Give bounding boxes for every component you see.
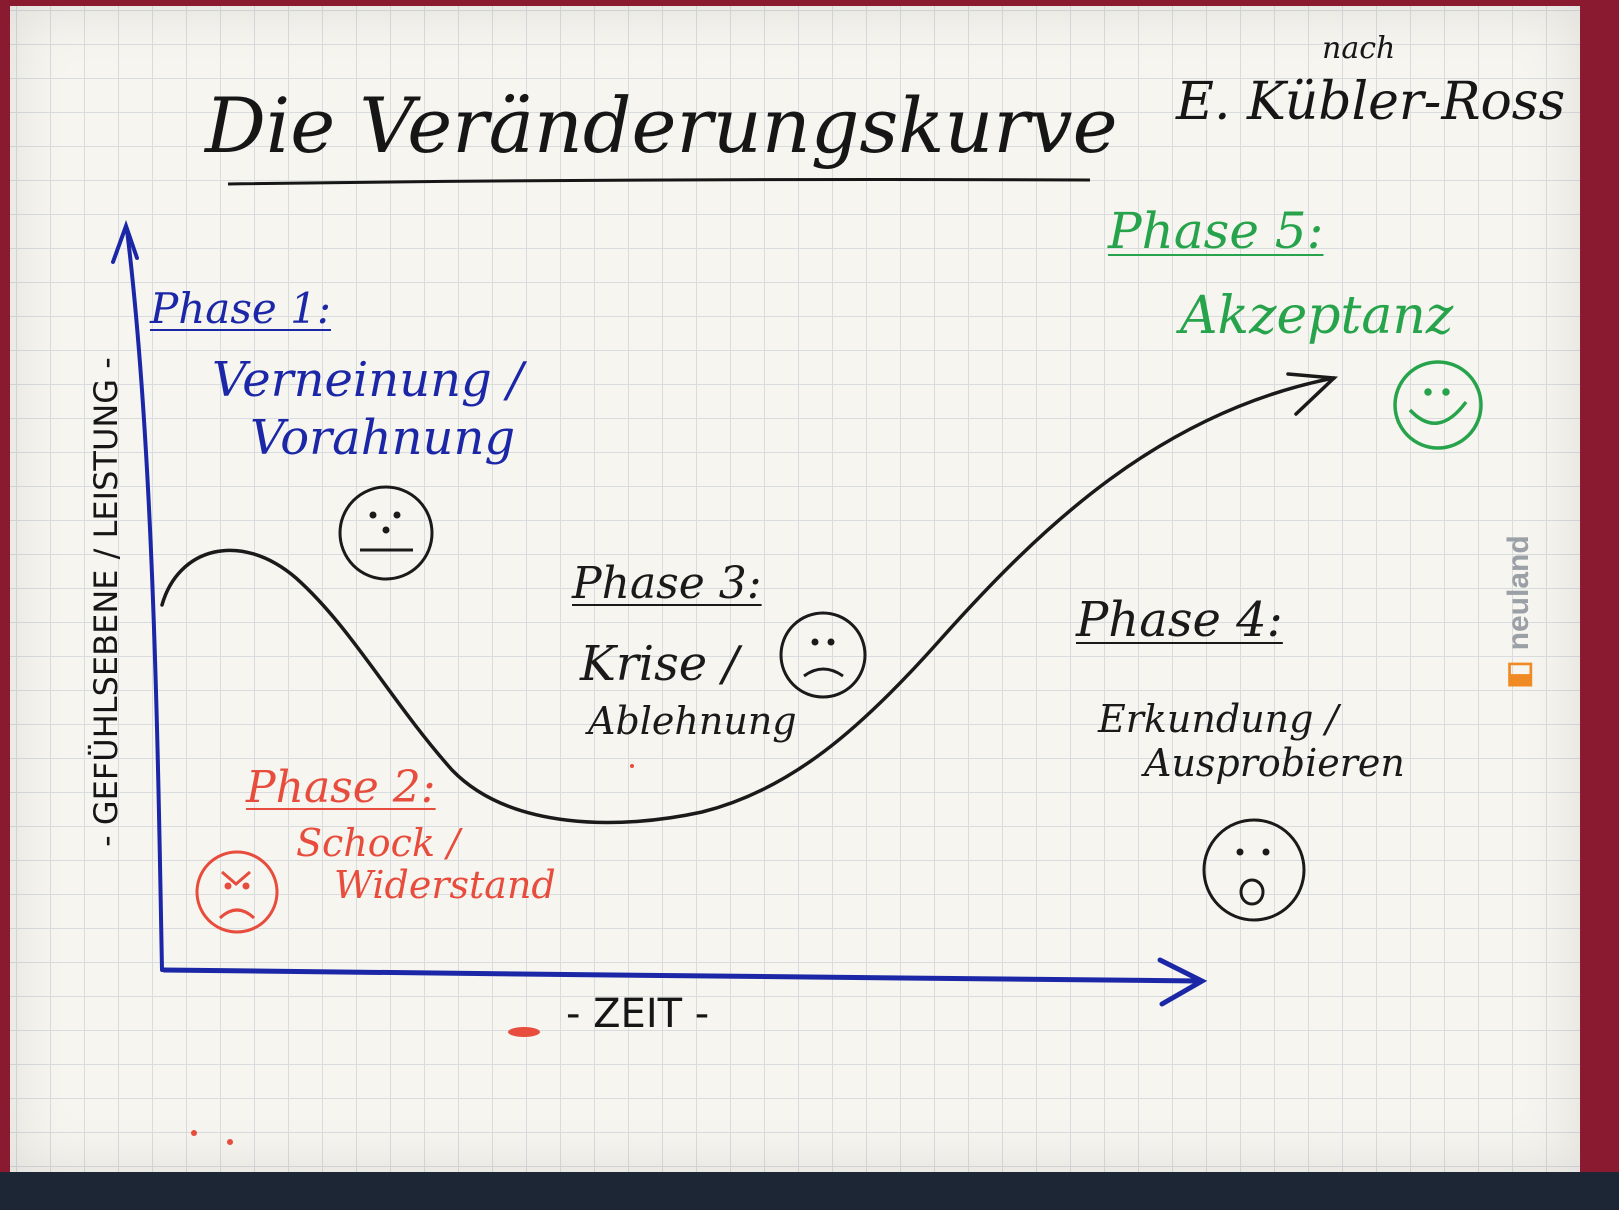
phase-1-label-line1: Verneinung / — [212, 352, 524, 408]
x-axis-arrowhead — [1157, 957, 1208, 1007]
x-axis — [161, 957, 1208, 1007]
phase-2-label-line2: Widerstand — [334, 863, 556, 907]
neuland-logo-icon: ◧ — [1502, 660, 1535, 689]
happy-face-icon — [1393, 360, 1483, 450]
phase-2-label-line1: Schock / — [296, 821, 460, 865]
neutral-face-icon — [338, 485, 434, 581]
sad-face-icon — [779, 611, 867, 699]
phase-4-title: Phase 4: — [1076, 592, 1283, 648]
chart-title: Die Veränderungskurve — [205, 81, 1118, 170]
y-axis-arrowhead — [111, 219, 139, 264]
phase-3-title: Phase 3: — [572, 558, 762, 609]
flipchart-paper — [10, 6, 1580, 1172]
title-underline — [227, 178, 1091, 186]
curve-arrowhead — [1286, 372, 1339, 416]
phase-4-label-line2: Ausprobieren — [1144, 741, 1405, 785]
brand-name: neuland — [1502, 535, 1535, 651]
phase-2-title: Phase 2: — [246, 762, 436, 813]
author-prefix: nach — [1322, 31, 1396, 66]
x-axis-label: - ZEIT - — [566, 991, 710, 1037]
author-name: E. Kübler-Ross — [1176, 72, 1566, 132]
marker-dots — [191, 764, 634, 1145]
y-axis — [111, 219, 164, 972]
brand-logo: ◧ neuland — [1502, 535, 1535, 689]
phase-5-label: Akzeptanz — [1180, 286, 1454, 346]
change-curve — [160, 372, 1339, 825]
phase-4-label-line1: Erkundung / — [1098, 697, 1339, 741]
phase-1-label-line2: Vorahnung — [250, 410, 516, 466]
phase-1-title: Phase 1: — [150, 284, 331, 333]
phase-3-label-line1: Krise / — [580, 636, 739, 692]
frame-bottom-edge — [0, 1172, 1619, 1210]
angry-face-icon — [195, 850, 279, 934]
y-axis-label: - GEFÜHLSEBENE / LEISTUNG - — [87, 357, 125, 847]
surprised-face-icon — [1202, 818, 1306, 922]
phase-3-label-line2: Ablehnung — [588, 699, 797, 743]
phase-5-title: Phase 5: — [1108, 202, 1324, 260]
